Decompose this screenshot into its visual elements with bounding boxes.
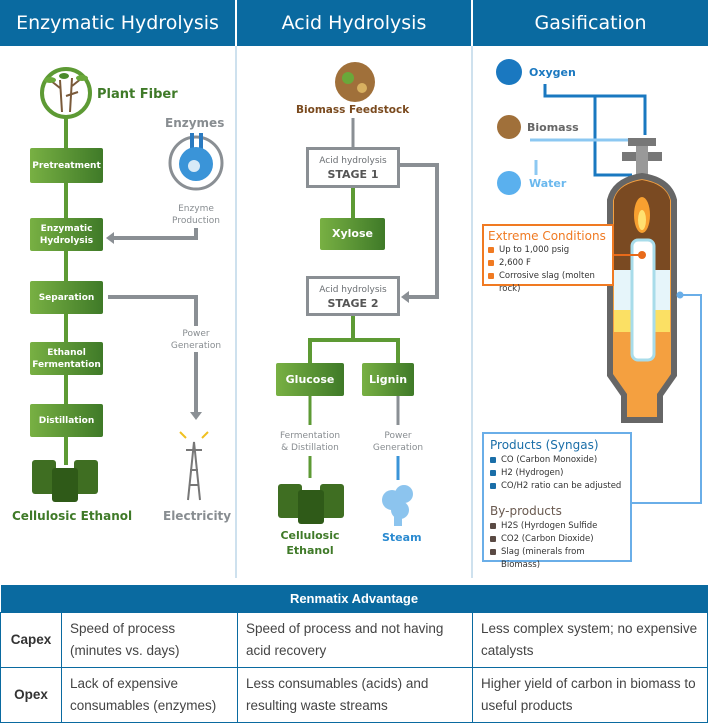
biomass-icon <box>497 115 521 139</box>
table-cell: Lack of expensive consumables (enzymes) <box>61 666 238 723</box>
step-enzymatic-hydrolysis: Enzymatic Hydrolysis <box>30 218 103 251</box>
row-label: Capex <box>0 611 62 668</box>
byproduct-item: Slag (minerals from Biomass) <box>490 546 624 572</box>
product-item: CO/H2 ratio can be adjusted <box>490 480 624 493</box>
steam-label: Steam <box>382 531 422 544</box>
stage2-title: Acid hydrolysis <box>319 285 387 295</box>
diagram-graphics <box>32 46 702 578</box>
xylose-box: Xylose <box>320 218 385 250</box>
extreme-conditions-title: Extreme Conditions <box>488 229 606 243</box>
cellulosic-ethanol-label: Cellulosic Ethanol <box>280 529 340 557</box>
table-cell: Higher yield of carbon in biomass to use… <box>472 666 708 723</box>
table-row: Capex Speed of process (minutes vs. days… <box>0 611 708 668</box>
step-pretreatment: Pretreatment <box>30 148 103 183</box>
oxygen-label: Oxygen <box>529 66 576 79</box>
enzyme-production-label: Enzyme Production <box>172 204 220 226</box>
water-icon <box>497 171 521 195</box>
header-gasification: Gasification <box>473 0 708 46</box>
extreme-item: 2,600 F <box>488 257 608 270</box>
lignin-box: Lignin <box>362 363 414 396</box>
header-acid: Acid Hydrolysis <box>237 0 471 46</box>
byproduct-item: H2S (Hyrdogen Sulfide <box>490 520 624 533</box>
biomass-feedstock-label: Biomass Feedstock <box>296 104 410 116</box>
stage1-label: STAGE 1 <box>327 168 379 181</box>
table-cell: Less consumables (acids) and resulting w… <box>237 666 473 723</box>
glucose-box: Glucose <box>276 363 344 396</box>
advantage-table: Renmatix Advantage Capex Speed of proces… <box>0 585 708 723</box>
cellulosic-ethanol-label: Cellulosic Ethanol <box>12 509 133 523</box>
table-cell: Less complex system; no expensive cataly… <box>472 611 708 668</box>
barrels-icon <box>278 484 344 524</box>
flask-icon <box>168 133 224 191</box>
table-title: Renmatix Advantage <box>0 585 708 612</box>
header-enzymatic: Enzymatic Hydrolysis <box>0 0 235 46</box>
product-item: H2 (Hydrogen) <box>490 467 624 480</box>
electricity-label: Electricity <box>163 509 232 523</box>
product-item: CO (Carbon Monoxide) <box>490 454 624 467</box>
byproduct-item: CO2 (Carbon Dioxide) <box>490 533 624 546</box>
step-separation: Separation <box>30 281 103 314</box>
plant-fiber-label: Plant Fiber <box>97 87 178 102</box>
stage1-title: Acid hydrolysis <box>319 156 387 166</box>
extreme-item: Up to 1,000 psig <box>488 244 608 257</box>
extreme-conditions-box: Extreme Conditions Up to 1,000 psig 2,60… <box>482 224 614 294</box>
products-title: Products (Syngas) <box>490 438 599 452</box>
power-generation-label: Power Generation <box>170 329 222 351</box>
stage2-label: STAGE 2 <box>327 297 379 310</box>
biomass-feedstock-icon <box>335 62 375 102</box>
oxygen-icon <box>496 59 522 85</box>
fermentation-label: Fermentation & Distillation <box>279 431 341 453</box>
water-label: Water <box>529 177 567 190</box>
power-tower-icon <box>179 431 209 501</box>
table-cell: Speed of process and not having acid rec… <box>237 611 473 668</box>
row-label: Opex <box>0 666 62 723</box>
barrels-icon <box>32 460 98 502</box>
biomass-label: Biomass <box>527 121 579 134</box>
gasifier-vessel <box>607 138 677 423</box>
table-row: Opex Lack of expensive consumables (enzy… <box>0 666 708 723</box>
power-generation-label: Power Generation <box>372 431 424 453</box>
products-box: Products (Syngas) CO (Carbon Monoxide) H… <box>482 432 632 570</box>
extreme-item: Corrosive slag (molten rock) <box>488 270 608 296</box>
steam-icon <box>382 485 413 526</box>
step-ethanol-fermentation: Ethanol Fermentation <box>30 342 103 375</box>
table-cell: Speed of process (minutes vs. days) <box>61 611 238 668</box>
step-distillation: Distillation <box>30 404 103 437</box>
enzymes-label: Enzymes <box>165 116 225 130</box>
byproducts-title: By-products <box>490 504 562 518</box>
